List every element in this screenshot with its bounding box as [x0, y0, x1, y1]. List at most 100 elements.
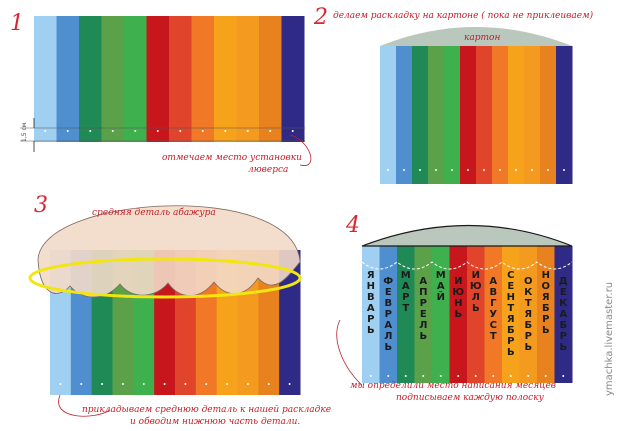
- step-3-note-line-2: и обводим нижнюю часть детали.: [130, 416, 300, 427]
- step-3-pointer-arrow: [58, 394, 111, 417]
- color-stripe: [412, 46, 429, 184]
- grommet-dot: [439, 375, 442, 377]
- grommet-dot: [111, 130, 114, 132]
- color-stripe: [56, 16, 80, 142]
- grommet-dot: [291, 130, 294, 132]
- color-stripe: [414, 246, 433, 383]
- watermark: ymachka.livemaster.ru: [604, 282, 615, 396]
- step-1-number: 1: [10, 11, 24, 36]
- color-stripe: [397, 246, 415, 383]
- grommet-dot: [492, 375, 495, 377]
- grommet-dot: [563, 169, 565, 171]
- color-stripe: [169, 16, 192, 142]
- color-stripe: [101, 16, 125, 142]
- color-stripe: [519, 246, 538, 383]
- grommet-dot: [531, 169, 533, 171]
- color-stripe: [380, 46, 397, 184]
- color-stripe: [554, 246, 573, 383]
- grommet-dot: [101, 383, 104, 385]
- grommet-dot: [419, 169, 421, 171]
- grommet-dot: [201, 130, 204, 132]
- step-4-stripes: [362, 246, 573, 383]
- grommet-dot: [499, 169, 501, 171]
- grommet-dot: [509, 375, 512, 377]
- step-4-note-line-1: мы определили место написания месяцев: [350, 381, 556, 391]
- step-1-note-line-2: люверса: [248, 165, 288, 175]
- color-stripe: [432, 246, 450, 383]
- grommet-dot: [288, 383, 291, 385]
- color-stripe: [379, 246, 398, 383]
- grommet-dot: [80, 383, 83, 385]
- step-3-top-label: средняя деталь абажура: [92, 207, 216, 218]
- grommet-dot: [544, 375, 547, 377]
- step-1-note-line-1: отмечаем место установки: [162, 153, 302, 163]
- color-stripe: [467, 246, 485, 383]
- step-2-number: 2: [313, 5, 328, 30]
- color-stripe: [449, 246, 468, 383]
- grommet-dot: [246, 130, 249, 132]
- step-4-pointer-arrow: [336, 319, 363, 386]
- step-3-shade-piece: [37, 205, 301, 298]
- color-stripe: [508, 46, 525, 184]
- grommet-dot: [404, 375, 407, 377]
- grommet-dot: [562, 375, 565, 377]
- color-stripe: [124, 16, 147, 142]
- grommet-dot: [369, 375, 372, 377]
- grommet-dot: [224, 130, 227, 132]
- grommet-dot: [527, 375, 530, 377]
- step-3-number: 3: [34, 193, 48, 218]
- step-4-card-top: [361, 224, 573, 247]
- grommet-dot: [246, 383, 249, 385]
- grommet-dot: [134, 130, 137, 132]
- grommet-dot: [403, 169, 405, 171]
- grommet-dot: [179, 130, 182, 132]
- grommet-dot: [435, 169, 437, 171]
- color-stripe: [524, 46, 541, 184]
- grommet-dot: [163, 383, 166, 385]
- color-stripe: [540, 46, 557, 184]
- step-2-stripes: [380, 46, 573, 184]
- grommet-dot: [205, 383, 208, 385]
- color-stripe: [476, 46, 493, 184]
- step-2-card-label: картон: [464, 33, 500, 43]
- color-stripe: [396, 46, 413, 184]
- step-1-stripes: [34, 16, 305, 142]
- step-1-measure-label: 1,5 см: [21, 123, 28, 142]
- step-3-highlight-ring: [28, 257, 302, 299]
- color-stripe: [492, 46, 509, 184]
- color-stripe: [79, 16, 102, 142]
- color-stripe: [502, 246, 520, 383]
- color-stripe: [258, 250, 280, 395]
- grommet-dot: [142, 383, 145, 385]
- color-stripe: [484, 246, 503, 383]
- color-stripe: [146, 16, 170, 142]
- color-stripe: [236, 16, 260, 142]
- grommet-dot: [422, 375, 425, 377]
- grommet-dot: [156, 130, 159, 132]
- color-stripe: [259, 16, 282, 142]
- color-stripe: [281, 16, 305, 142]
- grommet-dot: [59, 383, 62, 385]
- grommet-dot: [483, 169, 485, 171]
- grommet-dot: [89, 130, 92, 132]
- color-stripe: [428, 46, 445, 184]
- color-stripe: [214, 16, 237, 142]
- grommet-dot: [66, 130, 69, 132]
- grommet-dot: [451, 169, 453, 171]
- step-1-pointer-arrow: [289, 134, 312, 166]
- grommet-dot: [44, 130, 47, 132]
- grommet-dot: [457, 375, 460, 377]
- grommet-dot: [267, 383, 270, 385]
- step-2-title: делаем раскладку на картоне ( пока не пр…: [333, 10, 594, 21]
- color-stripe: [556, 46, 573, 184]
- step-2-card-top: [380, 27, 572, 46]
